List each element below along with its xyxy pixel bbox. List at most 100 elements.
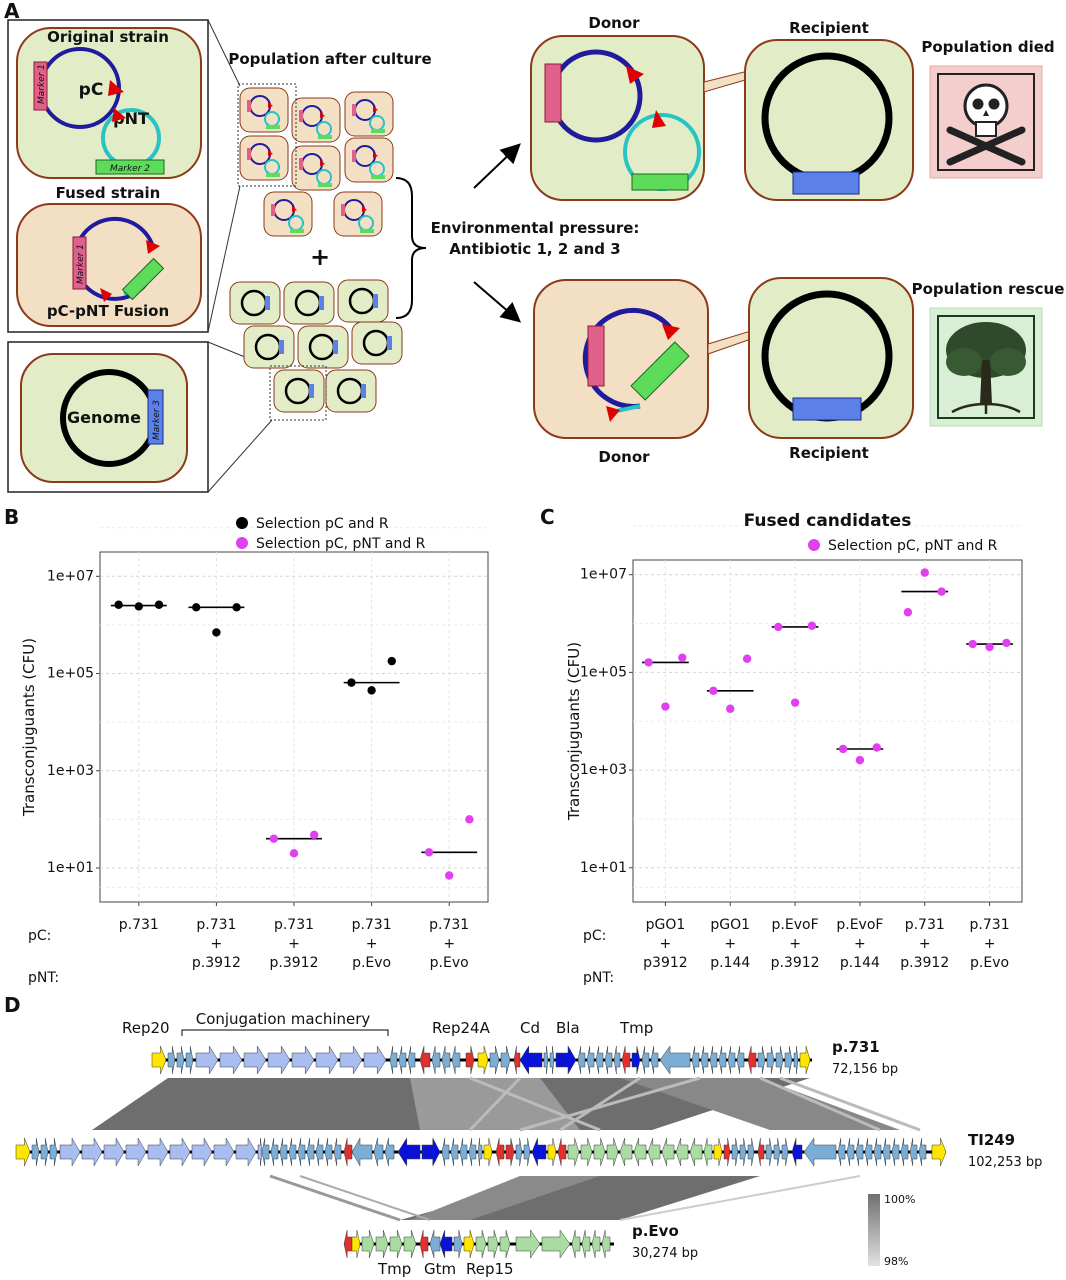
gene-arrow <box>781 1137 789 1167</box>
category-pnt-label: p.3912 <box>192 955 241 971</box>
marker3-label: Marker 3 <box>152 400 162 440</box>
selection-dashed-box <box>237 83 297 187</box>
gene-arrow <box>477 1137 483 1167</box>
category-plus-label: + <box>443 936 455 952</box>
conjugation-bracket <box>181 1029 389 1036</box>
legend-swatch <box>236 517 248 529</box>
data-point <box>134 602 143 611</box>
gene-arrow <box>459 1137 468 1167</box>
population-cell <box>351 321 403 365</box>
gene-arrow <box>747 1045 757 1075</box>
mini-marker1 <box>299 110 303 122</box>
gene-arrow <box>641 1045 650 1075</box>
donor-top-label: Donor <box>588 14 640 32</box>
gene-arrow <box>691 1045 700 1075</box>
gene-arrow <box>591 1229 601 1259</box>
gene-arrow <box>727 1045 736 1075</box>
gene-arrow <box>384 1137 395 1167</box>
legend-swatch <box>808 539 820 551</box>
gene-arrow <box>773 1137 781 1167</box>
gene-arrow <box>361 1229 375 1259</box>
gene-arrow <box>736 1045 745 1075</box>
synteny-line <box>559 1076 641 1132</box>
mini-origin-arrow <box>320 112 325 118</box>
mini-origin-arrow <box>362 206 367 212</box>
synteny-ribbon <box>620 1078 900 1130</box>
gene-arrow <box>151 1045 167 1075</box>
population-cell <box>243 325 295 369</box>
gene-arrow <box>125 1137 147 1167</box>
gene-label-cd: Cd <box>520 1019 540 1037</box>
gene-arrow <box>873 1137 882 1167</box>
population-cell <box>273 369 325 413</box>
gene-arrow <box>659 1045 691 1075</box>
gene-arrow <box>389 1045 398 1075</box>
gene-arrow <box>791 1137 803 1167</box>
origin-arrow-icon <box>662 324 680 340</box>
fused-strain-cell <box>16 203 202 327</box>
origin-arrow-icon <box>112 108 126 122</box>
arrow-up <box>473 143 521 189</box>
category-plus-label: + <box>984 936 996 952</box>
gene-arrow <box>864 1137 873 1167</box>
recipient-bottom-label: Recipient <box>789 444 869 462</box>
chart-c: 1e+011e+031e+051e+07pGO1+p3912pGO1+p.144… <box>565 511 1023 986</box>
gene-arrow <box>195 1045 219 1075</box>
gene-arrow <box>219 1045 243 1075</box>
gene-arrow <box>621 1045 631 1075</box>
mini-marker3 <box>361 384 366 398</box>
gene-label-rep24a: Rep24A <box>432 1019 491 1037</box>
marker1-label: Marker 1 <box>37 64 47 104</box>
mini-marker3 <box>373 294 378 308</box>
category-pc-label: p.EvoF <box>836 917 883 933</box>
data-point <box>661 702 670 711</box>
data-point <box>1002 638 1011 648</box>
gene-arrow <box>703 1137 713 1167</box>
category-pnt-label: p.Evo <box>430 955 469 971</box>
gene-arrow <box>441 1045 451 1075</box>
gene-arrow <box>505 1137 515 1167</box>
gene-arrow <box>450 1137 459 1167</box>
gene-label-tmp-evo: Tmp <box>377 1260 411 1278</box>
y-axis-label: Transconjuguants (CFU) <box>20 638 38 817</box>
gene-arrow <box>49 1137 58 1167</box>
gene-arrow <box>739 1137 747 1167</box>
category-pnt-label: p.Evo <box>352 955 391 971</box>
data-point <box>903 608 913 617</box>
donor-bottom-label: Donor <box>598 448 650 466</box>
gene-arrow <box>243 1045 267 1075</box>
genome-label: Genome <box>67 408 141 427</box>
gene-arrow <box>631 1045 641 1075</box>
data-point <box>424 848 434 857</box>
gene-arrow <box>803 1137 837 1167</box>
gene-arrow <box>315 1045 339 1075</box>
category-plus-label: + <box>724 936 736 952</box>
gene-arrow <box>541 1229 571 1259</box>
gene-arrow <box>531 1137 547 1167</box>
mini-marker2 <box>318 135 332 139</box>
gene-arrow <box>235 1137 257 1167</box>
plasmid-name-pevo: p.Evo <box>632 1222 679 1240</box>
data-point <box>367 686 376 695</box>
gene-arrow <box>709 1045 718 1075</box>
data-point <box>678 653 687 662</box>
category-pc-label: p.731 <box>905 917 945 933</box>
data-point <box>114 600 123 609</box>
gene-arrow <box>407 1045 416 1075</box>
gene-arrow <box>595 1045 604 1075</box>
gene-label-rep15: Rep15 <box>466 1260 514 1278</box>
plasmid-name-ti249: TI249 <box>968 1131 1015 1149</box>
genome-box <box>7 341 209 493</box>
gene-arrow <box>463 1229 475 1259</box>
gene-arrow <box>747 1137 755 1167</box>
gene-arrow <box>519 1045 543 1075</box>
mini-origin-arrow <box>373 152 378 158</box>
panel-d-comparison <box>15 1045 947 1259</box>
data-point <box>855 755 865 765</box>
gene-arrow <box>523 1137 531 1167</box>
marker2-box <box>630 341 690 401</box>
y-tick-label: 1e+01 <box>580 860 627 876</box>
mini-marker2 <box>266 125 280 129</box>
gene-arrow <box>500 1045 511 1075</box>
